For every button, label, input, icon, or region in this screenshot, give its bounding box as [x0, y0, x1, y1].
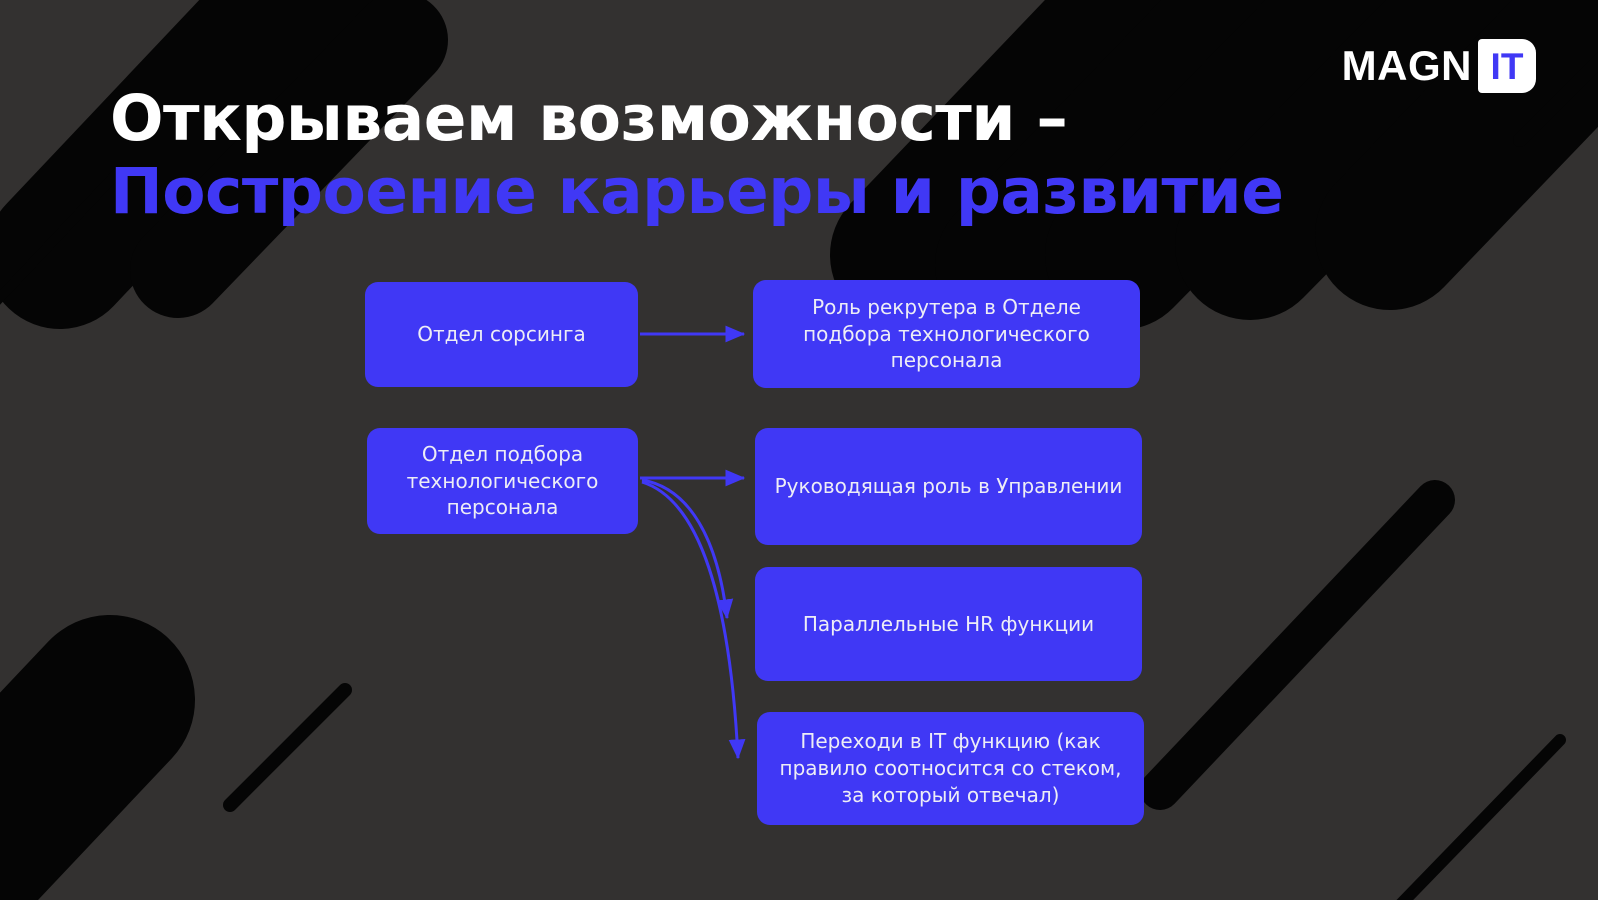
magnit-logo: MAGN IT	[1341, 39, 1536, 93]
page-title: Открываем возможности – Построение карье…	[110, 82, 1284, 229]
node-sourcing-department[interactable]: Отдел сорсинга	[365, 282, 638, 387]
title-line-1: Открываем возможности –	[110, 82, 1068, 155]
node-recruiter-role[interactable]: Роль рекрутера в Отделе подбора технолог…	[753, 280, 1140, 388]
node-label: Переходи в IT функцию (как правило соотн…	[779, 729, 1122, 807]
logo-it-badge: IT	[1478, 39, 1536, 93]
node-tech-recruitment-department[interactable]: Отдел подбора технологического персонала	[367, 428, 638, 534]
node-label: Роль рекрутера в Отделе подбора технолог…	[803, 294, 1090, 373]
node-label: Отдел сорсинга	[417, 322, 586, 347]
node-parallel-hr-functions[interactable]: Параллельные HR функции	[755, 567, 1142, 681]
node-label: Параллельные HR функции	[802, 611, 1095, 636]
node-label: Руководящая роль в Управлении	[774, 474, 1123, 499]
logo-wordmark: MAGN	[1341, 42, 1472, 89]
title-line-2: Построение карьеры и развитие	[110, 155, 1284, 229]
node-label: Отдел подбора технологического персонала	[406, 441, 599, 520]
node-move-to-it-function[interactable]: Переходи в IT функцию (как правило соотн…	[757, 712, 1144, 825]
node-leadership-role[interactable]: Руководящая роль в Управлении	[755, 428, 1142, 545]
logo-it-text: IT	[1490, 45, 1524, 87]
